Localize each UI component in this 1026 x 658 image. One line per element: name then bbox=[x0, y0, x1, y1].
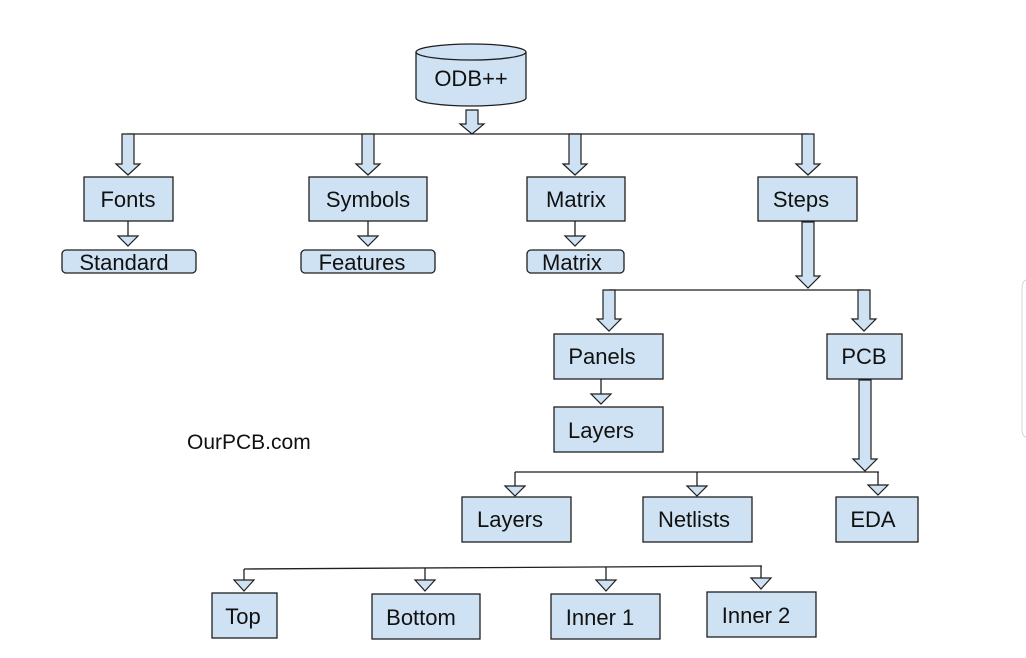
down-arrow-icon bbox=[851, 379, 879, 472]
node-label: Netlists bbox=[658, 507, 730, 532]
node-box bbox=[553, 333, 664, 380]
node-features: Features bbox=[300, 249, 436, 275]
down-arrow-icon bbox=[354, 133, 382, 176]
arrowhead-icon bbox=[503, 485, 527, 497]
database-top bbox=[415, 43, 527, 61]
node-steps: Steps bbox=[757, 176, 858, 222]
node-label: Standard bbox=[79, 250, 168, 275]
node-label: Matrix bbox=[546, 187, 606, 212]
node-label: Inner 2 bbox=[722, 603, 791, 628]
node-box bbox=[526, 249, 625, 274]
node-box bbox=[757, 176, 858, 222]
node-eda: EDA bbox=[835, 496, 919, 543]
arrowhead-icon bbox=[589, 393, 613, 405]
node-label: Features bbox=[319, 250, 406, 275]
node-odb: ODB++ bbox=[415, 43, 527, 107]
node-standard: Standard bbox=[61, 249, 197, 275]
node-label: Layers bbox=[568, 418, 634, 443]
node-label: Top bbox=[225, 604, 260, 629]
node-box bbox=[83, 176, 174, 222]
node-label: Steps bbox=[773, 187, 829, 212]
block-arrows bbox=[114, 109, 890, 592]
down-arrow-icon bbox=[794, 133, 822, 176]
node-matrix: Matrix bbox=[526, 176, 626, 222]
node-netlists: Netlists bbox=[642, 496, 753, 543]
node-box bbox=[553, 406, 664, 453]
down-arrow-icon bbox=[850, 289, 878, 332]
watermark-text: OurPCB.com bbox=[187, 431, 311, 454]
node-label: Inner 1 bbox=[566, 605, 635, 630]
node-box bbox=[371, 593, 481, 640]
down-arrow-icon bbox=[114, 133, 142, 176]
node-box bbox=[835, 496, 919, 543]
arrowhead-icon bbox=[413, 579, 437, 592]
node-panels: Panels bbox=[553, 333, 664, 380]
arrowhead-icon bbox=[749, 577, 773, 590]
node-label: Symbols bbox=[326, 187, 410, 212]
node-box bbox=[826, 333, 903, 380]
database-icon bbox=[415, 52, 527, 107]
edge-panel-border bbox=[1021, 279, 1026, 438]
node-pcb: PCB bbox=[826, 333, 903, 380]
node-box bbox=[308, 176, 428, 222]
node-label: Panels bbox=[568, 344, 635, 369]
node-box bbox=[300, 249, 436, 274]
node-panel-layers: Layers bbox=[553, 406, 664, 453]
layers-branch-line bbox=[243, 565, 763, 570]
arrowhead-icon bbox=[232, 579, 256, 592]
node-box bbox=[61, 249, 197, 274]
arrowhead-icon bbox=[563, 235, 587, 247]
node-label: ODB++ bbox=[434, 66, 507, 91]
arrowhead-icon bbox=[685, 485, 709, 497]
node-box bbox=[211, 592, 278, 639]
arrowhead-icon bbox=[594, 579, 618, 592]
node-matrix-file: Matrix bbox=[526, 249, 625, 275]
down-arrow-icon bbox=[794, 221, 822, 289]
node-label: PCB bbox=[841, 344, 886, 369]
node-top: Top bbox=[211, 592, 278, 639]
arrowhead-icon bbox=[356, 235, 380, 247]
node-symbols: Symbols bbox=[308, 176, 428, 222]
node-label: EDA bbox=[850, 507, 896, 532]
node-bottom: Bottom bbox=[371, 593, 481, 640]
node-box bbox=[706, 591, 817, 638]
node-box bbox=[642, 496, 753, 543]
node-label: Fonts bbox=[100, 187, 155, 212]
connectors bbox=[127, 133, 879, 580]
node-pcb-layers: Layers bbox=[461, 496, 572, 543]
node-fonts: Fonts bbox=[83, 176, 174, 222]
arrowhead-icon bbox=[116, 235, 140, 247]
node-box bbox=[461, 496, 572, 543]
down-arrow-icon bbox=[595, 289, 623, 332]
node-label: Layers bbox=[477, 507, 543, 532]
node-label: Matrix bbox=[542, 250, 602, 275]
node-label: Bottom bbox=[386, 605, 456, 630]
node-inner-1: Inner 1 bbox=[550, 593, 661, 640]
down-arrow-icon bbox=[458, 109, 486, 135]
node-box bbox=[550, 593, 661, 640]
down-arrow-icon bbox=[561, 133, 589, 176]
arrowhead-icon bbox=[866, 484, 890, 496]
node-box bbox=[526, 176, 626, 222]
node-inner-2: Inner 2 bbox=[706, 591, 817, 638]
